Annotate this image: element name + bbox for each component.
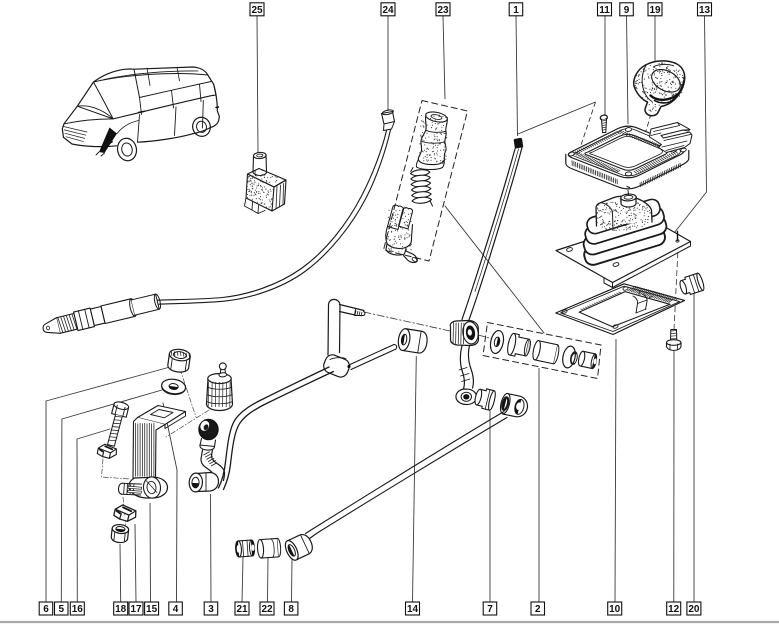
svg-text:9: 9 bbox=[624, 5, 630, 16]
svg-text:23: 23 bbox=[437, 5, 449, 16]
svg-text:12: 12 bbox=[668, 604, 680, 615]
svg-text:5: 5 bbox=[59, 604, 65, 615]
svg-text:19: 19 bbox=[649, 5, 661, 16]
svg-text:25: 25 bbox=[251, 5, 263, 16]
svg-text:3: 3 bbox=[208, 604, 214, 615]
svg-text:14: 14 bbox=[407, 604, 419, 615]
svg-text:1: 1 bbox=[513, 5, 519, 16]
svg-text:17: 17 bbox=[130, 604, 142, 615]
svg-text:13: 13 bbox=[699, 5, 711, 16]
svg-text:24: 24 bbox=[382, 5, 394, 16]
svg-text:22: 22 bbox=[261, 604, 273, 615]
svg-text:10: 10 bbox=[609, 604, 621, 615]
svg-text:16: 16 bbox=[72, 604, 84, 615]
svg-text:4: 4 bbox=[173, 604, 179, 615]
svg-text:6: 6 bbox=[43, 604, 49, 615]
svg-text:20: 20 bbox=[688, 604, 700, 615]
svg-text:11: 11 bbox=[599, 5, 610, 16]
svg-text:8: 8 bbox=[288, 604, 294, 615]
svg-text:21: 21 bbox=[236, 604, 248, 615]
svg-text:7: 7 bbox=[487, 604, 493, 615]
svg-text:2: 2 bbox=[535, 604, 541, 615]
svg-text:18: 18 bbox=[115, 604, 127, 615]
svg-text:15: 15 bbox=[146, 604, 158, 615]
